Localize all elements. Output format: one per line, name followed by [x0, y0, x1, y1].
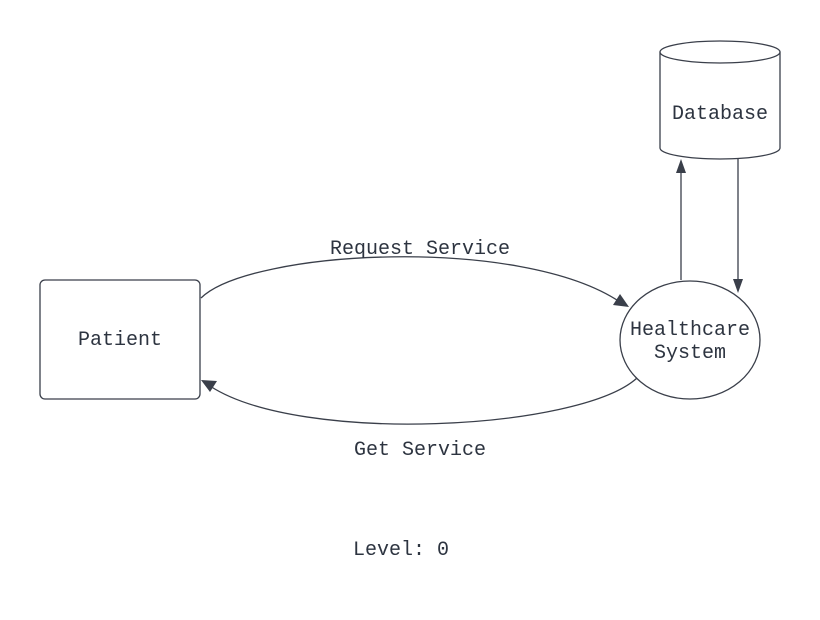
patient-label: Patient: [78, 329, 162, 352]
patient-box: [39, 279, 201, 400]
request-service-flow[interactable]: Request Service: [200, 238, 629, 307]
process-to-database-flow[interactable]: [676, 159, 686, 280]
request-service-arrowhead: [613, 294, 629, 307]
process-to-database-arrowhead: [676, 159, 686, 173]
database-store[interactable]: Database: [659, 40, 781, 160]
patient-entity[interactable]: Patient: [39, 279, 201, 400]
get-service-curve: [209, 377, 638, 425]
database-cylinder-body: [659, 52, 781, 160]
level-caption: Level: 0: [353, 539, 449, 562]
healthcare-system-label-line2: System: [654, 342, 726, 365]
request-service-curve: [200, 256, 621, 303]
database-cylinder-top: [659, 40, 781, 64]
get-service-flow[interactable]: Get Service: [201, 377, 638, 462]
healthcare-system-label-line1: Healthcare: [630, 319, 750, 342]
database-label: Database: [672, 103, 768, 126]
healthcare-system-process[interactable]: Healthcare System: [619, 280, 761, 400]
database-to-process-arrowhead: [733, 279, 743, 293]
get-service-arrowhead: [201, 380, 217, 392]
get-service-label: Get Service: [354, 439, 486, 462]
database-to-process-flow[interactable]: [733, 159, 743, 293]
request-service-label: Request Service: [330, 238, 510, 261]
healthcare-system-circle: [619, 280, 761, 400]
